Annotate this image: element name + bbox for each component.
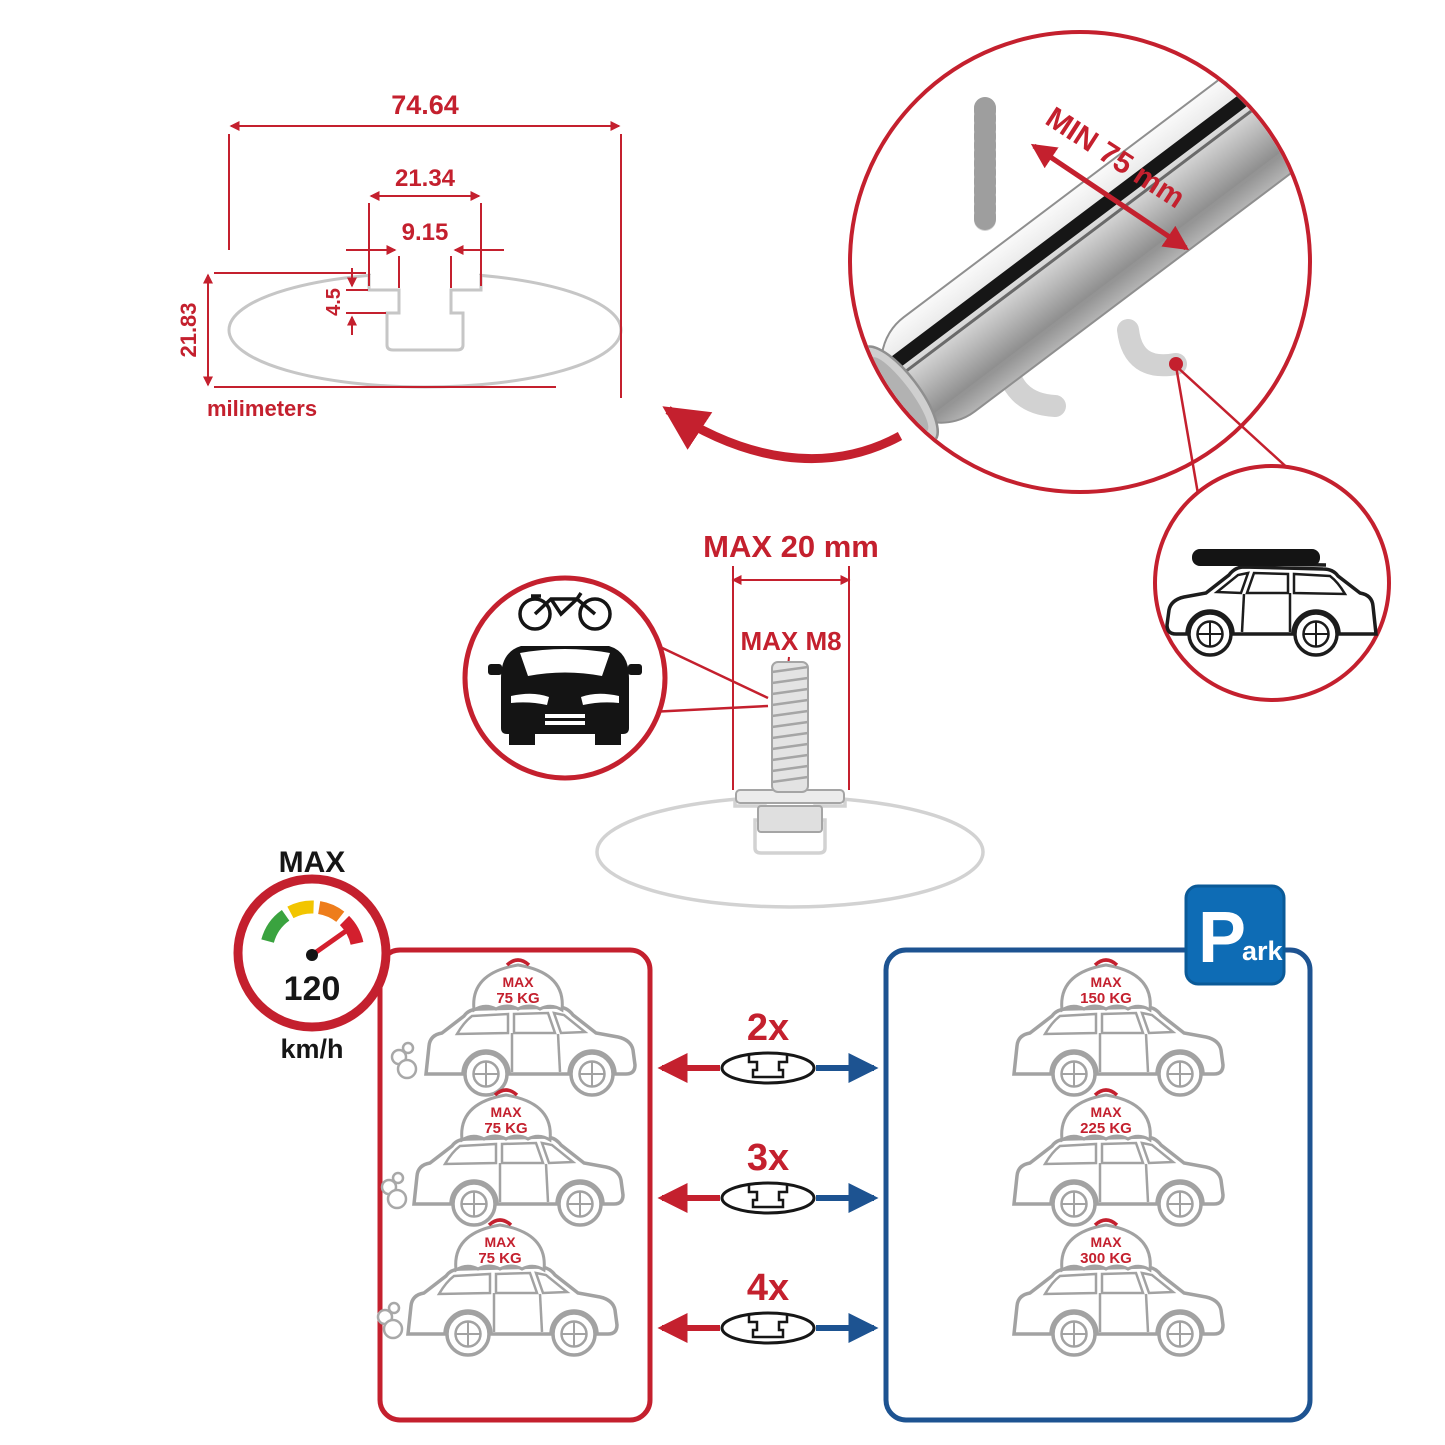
- bar-count-label: 4x: [747, 1267, 789, 1309]
- bolt-spec-diagram: MAX 20 mm MAX M8: [462, 529, 985, 909]
- windshield: [520, 649, 610, 676]
- roof-box: [1192, 549, 1320, 566]
- bar-closeup: MIN 75 mm: [662, 30, 1391, 702]
- dim-lip-depth: 4.5: [323, 288, 345, 316]
- gauge-needle: [310, 928, 348, 958]
- bolt-max-thread-label: MAX M8: [740, 626, 841, 656]
- units-label: milimeters: [207, 396, 317, 421]
- mirror-right: [628, 664, 642, 675]
- park-suffix: ark: [1242, 936, 1284, 966]
- callout-line: [649, 704, 769, 714]
- bar-count-row-2: 3x: [657, 1137, 879, 1215]
- driving-panel: MAX 75 KG MAX 75 KG MAX 75 KG: [376, 947, 653, 1423]
- bike-icon: [518, 592, 612, 631]
- parked-car-2: MAX 225 KG: [1012, 1088, 1225, 1227]
- load-label: MAX: [1090, 1234, 1122, 1250]
- load-label: MAX: [484, 1234, 516, 1250]
- headlight-right: [581, 693, 619, 705]
- gauge-arc: [261, 900, 364, 946]
- headlight-left: [511, 693, 549, 705]
- dim-slot-width: 9.15: [402, 219, 449, 246]
- park-initial: P: [1198, 898, 1246, 978]
- parked-car-3: MAX 300 KG: [1012, 1218, 1225, 1357]
- bar-count-label: 3x: [747, 1137, 789, 1179]
- bolt-t-head: [757, 805, 823, 833]
- speed-units: km/h: [280, 1034, 343, 1064]
- bolt-max-length-label: MAX 20 mm: [703, 529, 879, 564]
- load-weight: 75 KG: [478, 1250, 521, 1267]
- bar-count-row-1: 2x: [657, 1007, 879, 1085]
- bolt-threads: [771, 665, 809, 784]
- parked-panel: MAX 150 KG MAX 225 KG MAX 300 KG: [883, 947, 1313, 1423]
- load-label: MAX: [490, 1104, 522, 1120]
- crossbar-profile-icon: [720, 1051, 816, 1085]
- min-distance-arrow: [1030, 143, 1190, 251]
- clamp-point-dot: [1169, 357, 1183, 371]
- dim-total-width: 74.64: [391, 90, 459, 120]
- callout-line: [655, 643, 769, 700]
- dim-channel-width: 21.34: [395, 165, 456, 192]
- car-front-view-illustration: [488, 592, 642, 745]
- profile-dimension-diagram: 74.64 21.34 9.15 4.5 21.83 milimeters: [176, 90, 623, 421]
- park-sign: P ark: [1184, 884, 1286, 986]
- bike-car-badge: [462, 575, 668, 781]
- gauge-hub: [306, 949, 318, 961]
- profile-mask: [371, 267, 479, 277]
- speed-limit-badge: MAX 120 km/h: [233, 846, 391, 1064]
- crossbar-profile-icon: [720, 1181, 816, 1215]
- load-weight: 300 KG: [1080, 1250, 1132, 1267]
- load-weight: 75 KG: [484, 1120, 527, 1137]
- driving-car-3: MAX 75 KG: [376, 1218, 619, 1357]
- load-weight: 150 KG: [1080, 990, 1132, 1007]
- dim-total-height: 21.83: [176, 302, 201, 357]
- crossbar-profile-icon: [720, 1311, 816, 1345]
- mirror-left: [488, 664, 502, 675]
- zoom-pointer-arrow: [662, 406, 903, 463]
- bar-count-label: 2x: [747, 1007, 789, 1049]
- roofbox-car-badge: [1153, 464, 1391, 702]
- parked-car-1: MAX 150 KG: [1012, 958, 1225, 1097]
- callout-line: [1174, 365, 1200, 495]
- driving-car-1: MAX 75 KG: [390, 958, 637, 1097]
- bolt-dimension-lines: [731, 566, 851, 790]
- load-weight: 75 KG: [496, 990, 539, 1007]
- load-label: MAX: [1090, 974, 1122, 990]
- load-label: MAX: [502, 974, 534, 990]
- speed-max-label: MAX: [279, 846, 346, 879]
- load-label: MAX: [1090, 1104, 1122, 1120]
- park-sign-board: [1184, 884, 1286, 986]
- load-weight: 225 KG: [1080, 1120, 1132, 1137]
- profile-t-slot: [367, 275, 483, 352]
- dimension-lines: [203, 121, 622, 398]
- speed-value: 120: [284, 970, 341, 1008]
- driving-car-2: MAX 75 KG: [380, 1088, 625, 1227]
- bar-count-row-3: 4x: [657, 1267, 879, 1345]
